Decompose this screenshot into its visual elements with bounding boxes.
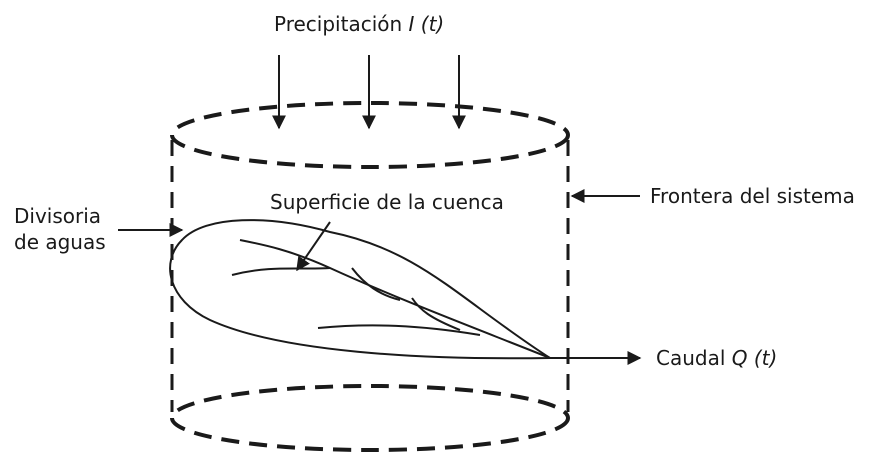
tributary	[351, 267, 401, 301]
cylinder-bottom-ellipse	[170, 384, 570, 452]
precipitation-symbol: I (t)	[408, 12, 445, 36]
precipitation-text: Precipitación	[274, 12, 403, 36]
watershed-outline	[169, 219, 554, 360]
precipitation-label: Precipitación I (t)	[274, 12, 444, 36]
cylinder-top-ellipse	[170, 101, 570, 169]
basin-surface-label: Superficie de la cuenca	[270, 190, 504, 214]
discharge-text: Caudal	[656, 346, 726, 370]
discharge-symbol: Q (t)	[731, 346, 778, 370]
divide-label-line2: de aguas	[14, 230, 106, 254]
system-boundary-label: Frontera del sistema	[650, 184, 855, 208]
basin-surface-pointer-arrow	[296, 221, 331, 272]
main-channel	[239, 239, 551, 359]
system-boundary-cylinder	[170, 101, 570, 452]
tributary	[317, 324, 481, 336]
tributary	[411, 297, 461, 331]
precipitation-arrows	[272, 55, 466, 130]
tributary	[231, 267, 331, 276]
divide-label-line1: Divisoria	[14, 204, 102, 228]
discharge-label: Caudal Q (t)	[656, 346, 777, 370]
watershed	[169, 219, 554, 360]
